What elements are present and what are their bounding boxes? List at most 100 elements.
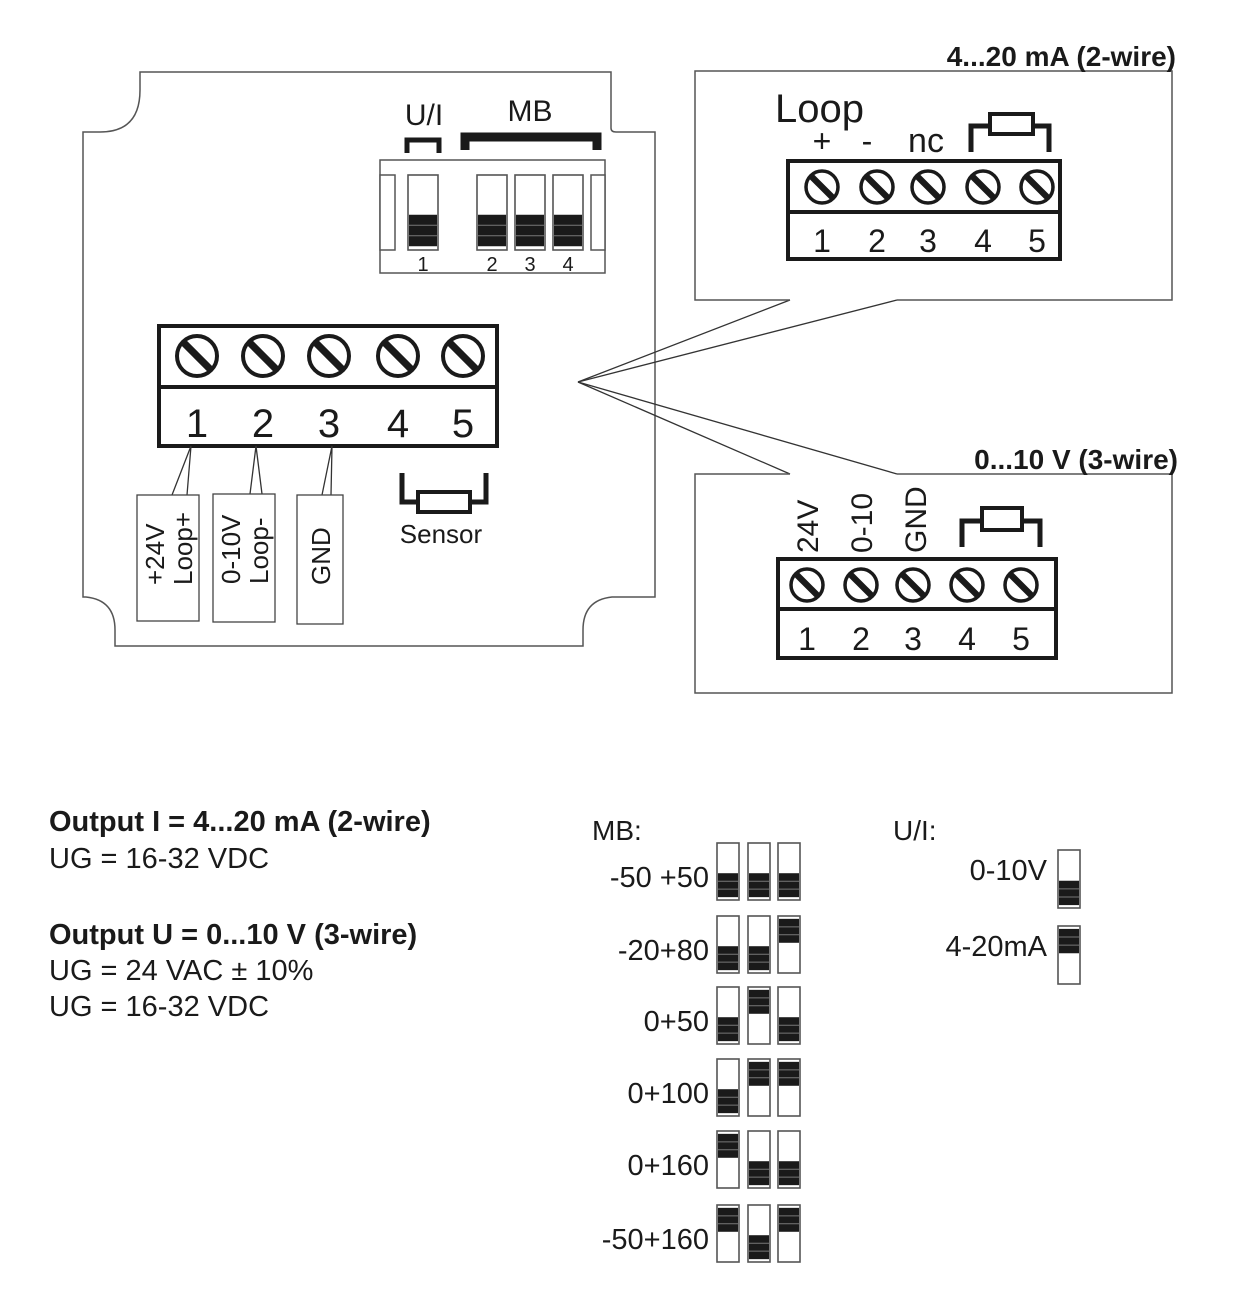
- dip-switch-4: [552, 174, 584, 251]
- terminal-number: 1: [813, 223, 831, 259]
- ui-bracket: [404, 137, 442, 153]
- dip-switch-3: [514, 174, 546, 251]
- terminal-number: 2: [252, 402, 274, 446]
- mb-table-row: 0+50: [644, 986, 801, 1045]
- terminal-number: 4: [958, 621, 976, 657]
- terminal-number: 3: [318, 402, 340, 446]
- terminal-number: 2: [868, 223, 886, 259]
- screw-icon: [307, 334, 351, 378]
- mb-table: MB: -50 +50 -20+80 0+50 0+100 0+160 -50+160: [592, 815, 801, 1263]
- mb-switch-icon: [777, 842, 801, 901]
- dip-side-left: [379, 174, 396, 251]
- mb-switch-icon: [747, 1204, 771, 1263]
- callout-current-frame: [694, 70, 1173, 301]
- screw-icon: [949, 567, 985, 603]
- terminal-number: 5: [1028, 223, 1046, 259]
- terminal-number: 3: [904, 621, 922, 657]
- terminal-number: 1: [186, 402, 208, 446]
- mb-table-title: MB:: [592, 815, 642, 846]
- dip-switch-number: 1: [417, 254, 428, 276]
- spec-line: UG = 16-32 VDC: [49, 991, 269, 1023]
- wire-label-text: 0-10V: [216, 514, 246, 584]
- ui-switch-icon: [1057, 849, 1081, 909]
- mb-table-row: 0+160: [628, 1130, 801, 1189]
- wire-label-text: Loop+: [168, 512, 198, 585]
- terminal-number: 4: [974, 223, 992, 259]
- mb-range-label: -20+80: [618, 935, 709, 967]
- dip-switch-number: 2: [486, 254, 497, 276]
- spec-line: UG = 24 VAC ± 10%: [49, 955, 313, 987]
- wire-label-box: GND: [296, 445, 344, 625]
- mb-range-label: 0+160: [628, 1150, 709, 1182]
- callout-voltage-frame: [694, 473, 1173, 694]
- pin-label-0-10: 0-10: [846, 493, 879, 553]
- sensor-label: Sensor: [400, 519, 483, 549]
- ui-table-row: 4-20mA: [945, 925, 1081, 985]
- screw-icon: [175, 334, 219, 378]
- mb-switch-icon: [716, 1058, 740, 1117]
- mb-switch-icon: [777, 1130, 801, 1189]
- mb-switch-icon: [747, 986, 771, 1045]
- screw-icon: [376, 334, 420, 378]
- pin-label-nc: nc: [908, 122, 944, 160]
- resistor-icon: [959, 518, 1043, 547]
- ui-table-title: U/I:: [893, 815, 937, 846]
- callout-voltage-title: 0...10 V (3-wire): [974, 444, 1178, 475]
- terminal-number: 3: [919, 223, 937, 259]
- mb-table-row: -50+160: [602, 1204, 801, 1263]
- wire-label-text: Loop-: [244, 518, 274, 585]
- mb-table-row: -50 +50: [610, 842, 801, 901]
- mb-switch-icon: [777, 1058, 801, 1117]
- terminal-number: 5: [1012, 621, 1030, 657]
- screw-icon: [1019, 169, 1055, 205]
- mb-table-row: -20+80: [618, 915, 801, 974]
- loop-label: Loop: [775, 87, 864, 131]
- resistor-body: [988, 112, 1035, 136]
- pin-label-plus: +: [813, 123, 832, 159]
- spec-heading-current: Output I = 4...20 mA (2-wire): [49, 806, 431, 838]
- ui-mode-label: 0-10V: [970, 855, 1048, 887]
- ui-table-row: 0-10V: [970, 849, 1081, 909]
- terminal-number: 1: [798, 621, 816, 657]
- callout-current-title: 4...20 mA (2-wire): [947, 41, 1176, 72]
- dip-switch-1: [407, 174, 439, 251]
- mb-switch-icon: [777, 986, 801, 1045]
- specs: Output I = 4...20 mA (2-wire) UG = 16-32…: [49, 806, 431, 1023]
- callout-lines: [577, 299, 898, 475]
- screw-icon: [859, 169, 895, 205]
- ui-switch-icon: [1057, 925, 1081, 985]
- dip-switch-2: [476, 174, 508, 251]
- wire-label-text: +24V: [140, 523, 170, 585]
- dip-ui-label: U/I: [405, 99, 443, 132]
- screw-icon: [441, 334, 485, 378]
- resistor-icon: [968, 123, 1052, 152]
- screw-icon: [895, 567, 931, 603]
- resistor-body: [980, 506, 1024, 532]
- mb-table-row: 0+100: [628, 1058, 801, 1117]
- dip-switch-number: 4: [562, 254, 573, 276]
- ui-mode-label: 4-20mA: [945, 931, 1047, 963]
- mb-switch-icon: [747, 1130, 771, 1189]
- mb-switch-icon: [777, 915, 801, 974]
- mb-switch-icon: [747, 1058, 771, 1117]
- dip-switch-number: 3: [524, 254, 535, 276]
- dip-mb-label: MB: [508, 95, 553, 128]
- mb-range-label: -50 +50: [610, 862, 709, 894]
- sensor-resistor-body: [416, 490, 472, 514]
- mb-switch-icon: [716, 1204, 740, 1263]
- mb-switch-icon: [716, 842, 740, 901]
- screw-icon: [843, 567, 879, 603]
- ui-table: U/I: 0-10V 4-20mA: [893, 815, 1081, 985]
- mb-switch-icon: [747, 842, 771, 901]
- screw-icon: [804, 169, 840, 205]
- screw-icon: [965, 169, 1001, 205]
- terminal-number: 4: [387, 402, 409, 446]
- screw-icon: [910, 169, 946, 205]
- screw-icon: [789, 567, 825, 603]
